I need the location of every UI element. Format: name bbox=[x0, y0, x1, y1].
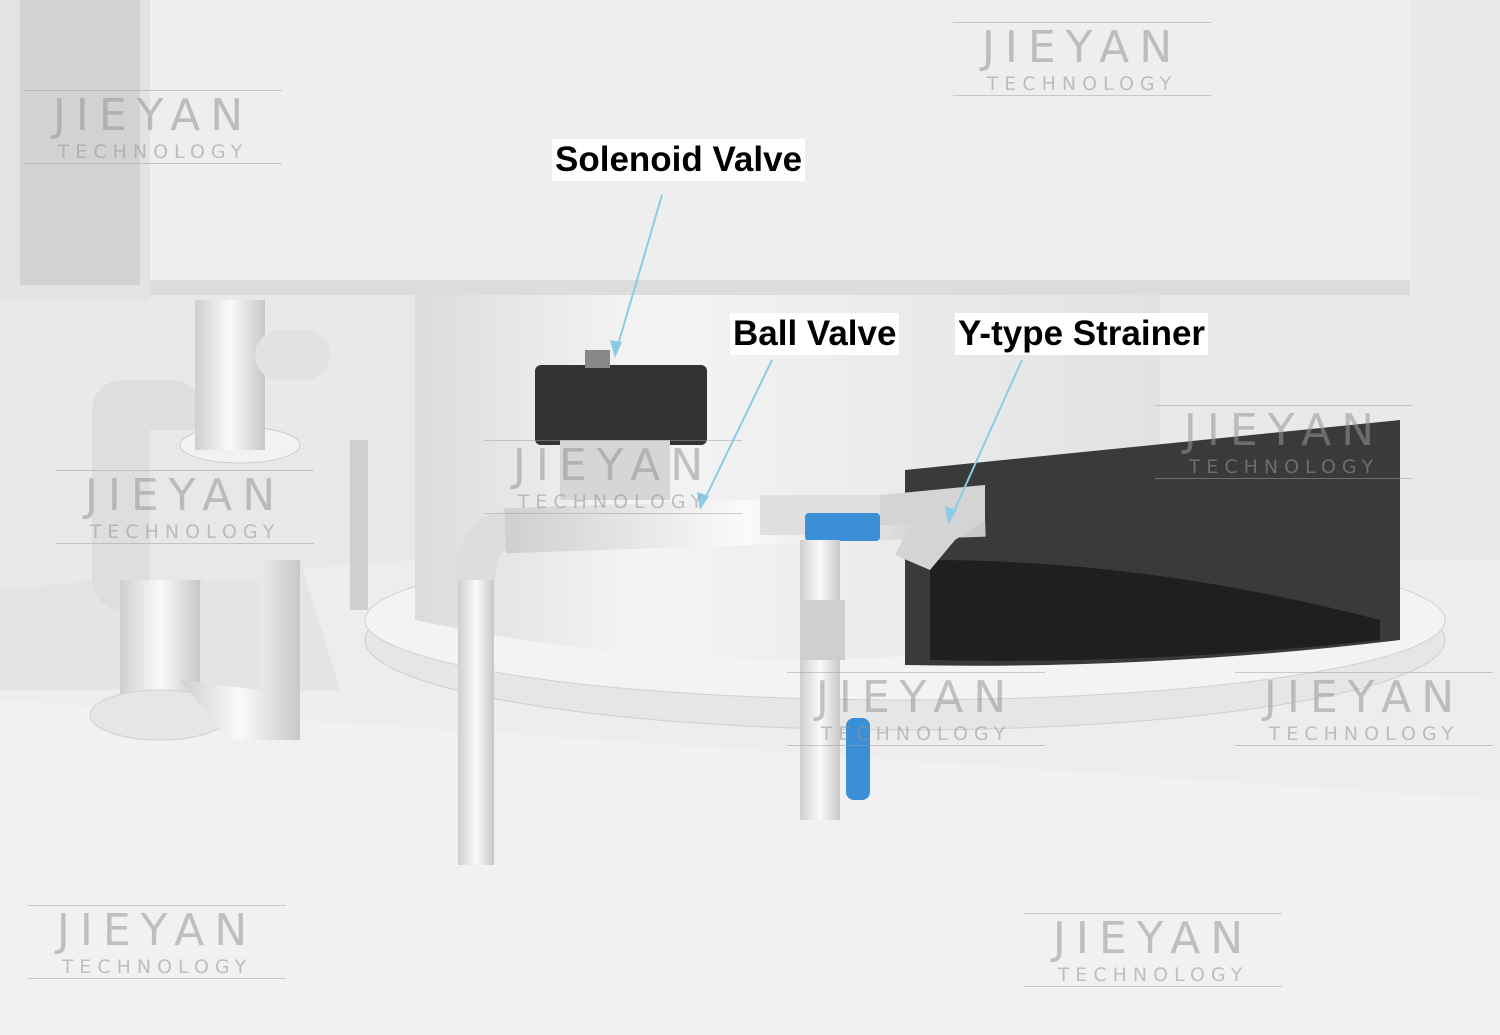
watermark-subtext: TECHNOLOGY bbox=[1057, 964, 1249, 986]
ball-valve-label: Ball Valve bbox=[730, 313, 900, 355]
solenoid-coil bbox=[535, 365, 707, 445]
watermark-subtext: TECHNOLOGY bbox=[61, 956, 253, 978]
watermark-text: JIEYAN bbox=[1052, 913, 1254, 964]
ball-valve-handle bbox=[805, 513, 880, 541]
y-strainer-body bbox=[880, 485, 985, 570]
watermark-text: JIEYAN bbox=[1263, 672, 1465, 723]
watermark-subtext: TECHNOLOGY bbox=[1188, 456, 1380, 478]
watermark-text: JIEYAN bbox=[981, 22, 1183, 73]
watermark-subtext: TECHNOLOGY bbox=[1268, 723, 1460, 745]
y-strainer-label: Y-type Strainer bbox=[955, 313, 1209, 355]
ball-valve-leader bbox=[701, 359, 773, 506]
watermark-text: JIEYAN bbox=[56, 905, 258, 956]
watermark-subtext: TECHNOLOGY bbox=[57, 141, 249, 163]
solenoid-leader bbox=[614, 194, 663, 356]
watermark-text: JIEYAN bbox=[815, 672, 1017, 723]
platform bbox=[0, 700, 1500, 1035]
drain-valve-handle bbox=[846, 718, 870, 800]
strainer-leader bbox=[949, 359, 1023, 521]
watermark-subtext: TECHNOLOGY bbox=[517, 491, 709, 513]
watermark-subtext: TECHNOLOGY bbox=[820, 723, 1012, 745]
watermark-subtext: TECHNOLOGY bbox=[89, 521, 281, 543]
watermark-text: JIEYAN bbox=[512, 440, 714, 491]
inlet-pipe bbox=[455, 510, 520, 580]
watermark-subtext: TECHNOLOGY bbox=[986, 73, 1178, 95]
watermark-text: JIEYAN bbox=[52, 90, 254, 141]
drain-pipe bbox=[800, 540, 840, 820]
watermark-text: JIEYAN bbox=[84, 470, 286, 521]
watermark-text: JIEYAN bbox=[1183, 405, 1385, 456]
solenoid-valve-label: Solenoid Valve bbox=[552, 139, 806, 181]
